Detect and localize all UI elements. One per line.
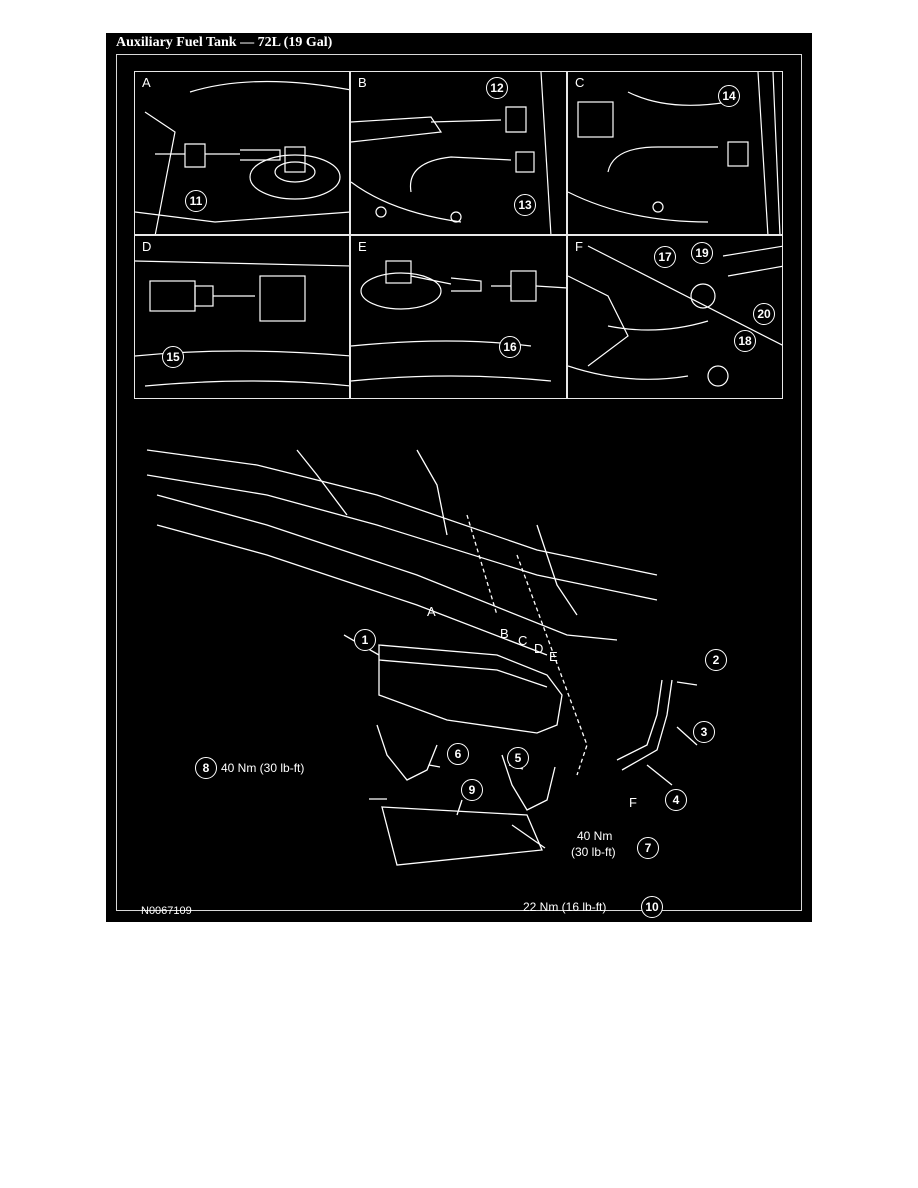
panel-d-letter: D <box>142 239 152 254</box>
view-arrow-a: A <box>427 604 436 619</box>
detail-panel-c: C 14 <box>567 71 783 235</box>
detail-panel-e: E 16 <box>350 235 567 399</box>
panel-e-letter: E <box>358 239 367 254</box>
callout-14: 14 <box>718 85 740 107</box>
view-arrow-c: C <box>518 633 528 648</box>
figure-code: N0067109 <box>141 905 192 917</box>
figure-frame: A 11 B 12 13 <box>116 54 802 918</box>
detail-panel-d: D 15 <box>134 235 350 399</box>
torque-label-10: 22 Nm (16 lb-ft) <box>523 900 607 914</box>
panel-a-letter: A <box>142 75 151 90</box>
callout-9: 9 <box>461 779 483 801</box>
callout-6: 6 <box>447 743 469 765</box>
callout-3: 3 <box>693 721 715 743</box>
callout-8: 8 <box>195 757 217 779</box>
main-exploded-view <box>146 449 698 866</box>
panel-b-illustration <box>351 72 552 234</box>
callout-18: 18 <box>734 330 756 352</box>
panel-f-illustration <box>568 245 782 387</box>
callout-12: 12 <box>486 77 508 99</box>
torque-label-8: 40 Nm (30 lb-ft) <box>221 761 305 775</box>
callout-11: 11 <box>185 190 207 212</box>
auxiliary-fuel-tank-figure: Auxiliary Fuel Tank — 72L (19 Gal) A 11 <box>106 33 812 922</box>
callout-10: 10 <box>641 896 663 918</box>
figure-title: Auxiliary Fuel Tank — 72L (19 Gal) <box>116 35 333 50</box>
panel-f-letter: F <box>575 239 583 254</box>
callout-4: 4 <box>665 789 687 811</box>
view-arrow-f: F <box>629 795 637 810</box>
callout-2: 2 <box>705 649 727 671</box>
detail-panel-b: B 12 13 <box>350 71 567 235</box>
view-arrow-e: E <box>549 649 558 664</box>
panel-d-illustration <box>135 260 349 387</box>
callout-17: 17 <box>654 246 676 268</box>
panel-c-letter: C <box>575 75 585 90</box>
torque-label-7-line2: (30 lb-ft) <box>571 845 616 859</box>
panel-b-letter: B <box>358 75 367 90</box>
callout-7: 7 <box>637 837 659 859</box>
callout-1: 1 <box>354 629 376 651</box>
view-arrow-b: B <box>500 626 509 641</box>
callout-15: 15 <box>162 346 184 368</box>
detail-panel-f: F 17 19 20 18 <box>567 235 783 399</box>
callout-16: 16 <box>499 336 521 358</box>
view-arrow-d: D <box>534 641 544 656</box>
detail-panel-a: A 11 <box>134 71 350 235</box>
callout-5: 5 <box>507 747 529 769</box>
callout-13: 13 <box>514 194 536 216</box>
panel-a-illustration <box>135 80 349 234</box>
panel-c-illustration <box>568 72 781 234</box>
torque-label-7-line1: 40 Nm <box>577 829 613 843</box>
callout-19: 19 <box>691 242 713 264</box>
callout-20: 20 <box>753 303 775 325</box>
